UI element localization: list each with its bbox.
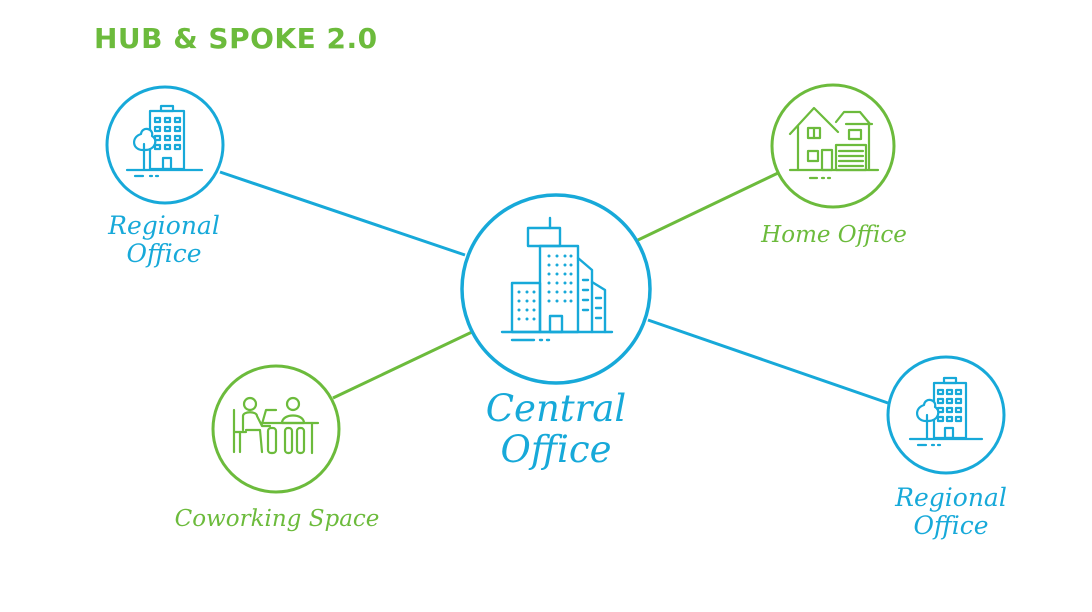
office-buildings-icon — [500, 216, 614, 342]
coworking-people-desk-icon — [232, 396, 320, 455]
home-office-label: Home Office — [761, 222, 907, 248]
regional-office-node-bottom-right — [886, 355, 1006, 475]
label-line: Central — [485, 387, 627, 430]
regional-office-label-bottom-right: Regional Office — [890, 484, 1012, 540]
office-building-with-tree-icon — [125, 104, 204, 178]
label-line: Regional — [108, 211, 220, 240]
coworking-space-label: Coworking Space — [174, 506, 380, 532]
connector-coworking — [332, 330, 473, 400]
house-icon — [788, 106, 880, 180]
connector-regional-top-left — [219, 170, 466, 257]
office-building-with-tree-icon — [908, 376, 984, 447]
label-line: Regional — [895, 483, 1007, 512]
regional-office-label-top-left: Regional Office — [104, 212, 224, 268]
diagram-title: HUB & SPOKE 2.0 — [94, 22, 378, 55]
label-line: Office — [913, 511, 989, 540]
connector-regional-bottom-right — [647, 318, 889, 405]
coworking-space-node — [211, 364, 341, 494]
label-line: Office — [126, 239, 202, 268]
central-office-hub — [460, 193, 652, 385]
regional-office-node-top-left — [105, 85, 225, 205]
home-office-node — [770, 83, 896, 209]
connector-home-office — [637, 171, 779, 242]
central-office-label: Central Office — [466, 387, 646, 471]
label-line: Office — [500, 427, 612, 471]
